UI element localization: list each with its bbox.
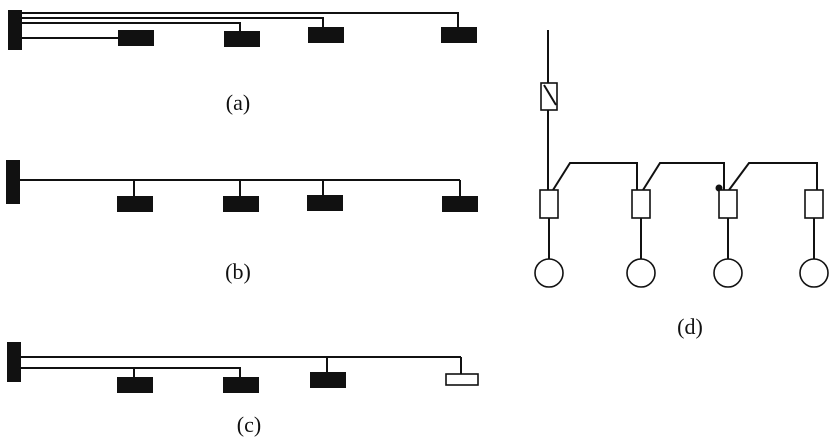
unit-d-2 (631, 189, 651, 219)
feeder-a-3 (22, 17, 324, 31)
lamp-d-1 (534, 258, 564, 288)
load-b-3 (307, 195, 343, 211)
feeder-a-2 (22, 22, 241, 33)
load-c-4-outline (445, 373, 479, 386)
lamp-d-3 (713, 258, 743, 288)
fuse-d (540, 82, 558, 111)
lamp-d-2 (626, 258, 656, 288)
load-c-2 (223, 377, 259, 393)
source-panel-a (8, 10, 22, 50)
load-c-3 (310, 372, 346, 388)
caption-c: (c) (237, 412, 261, 437)
load-a-1 (118, 30, 154, 46)
load-c-1 (117, 377, 153, 393)
link-d-1-2 (552, 162, 638, 191)
load-a-3 (308, 27, 344, 43)
link-d-2-3 (642, 162, 725, 191)
load-a-4 (441, 27, 477, 43)
lamp-d-4 (799, 258, 829, 288)
link-d-3-4 (728, 162, 818, 191)
load-b-1 (117, 196, 153, 212)
fuse-slash-d (543, 84, 557, 106)
unit-d-4 (804, 189, 824, 219)
diagram-b-trunk: (b) (6, 160, 478, 284)
load-b-2 (223, 196, 259, 212)
load-a-2 (224, 31, 260, 47)
diagram-a-radial: (a) (8, 10, 477, 115)
unit-d-1 (539, 189, 559, 219)
caption-a: (a) (226, 90, 250, 115)
caption-b: (b) (225, 259, 251, 284)
source-panel-c (7, 342, 21, 382)
caption-d: (d) (677, 314, 703, 339)
second-line-c (21, 367, 241, 378)
diagram-c-mixed: (c) (7, 342, 479, 437)
unit-d-3 (718, 189, 738, 219)
feeder-a-4 (22, 12, 459, 31)
load-b-4 (442, 196, 478, 212)
diagram-d-chain: (d) (534, 30, 829, 339)
source-panel-b (6, 160, 20, 204)
